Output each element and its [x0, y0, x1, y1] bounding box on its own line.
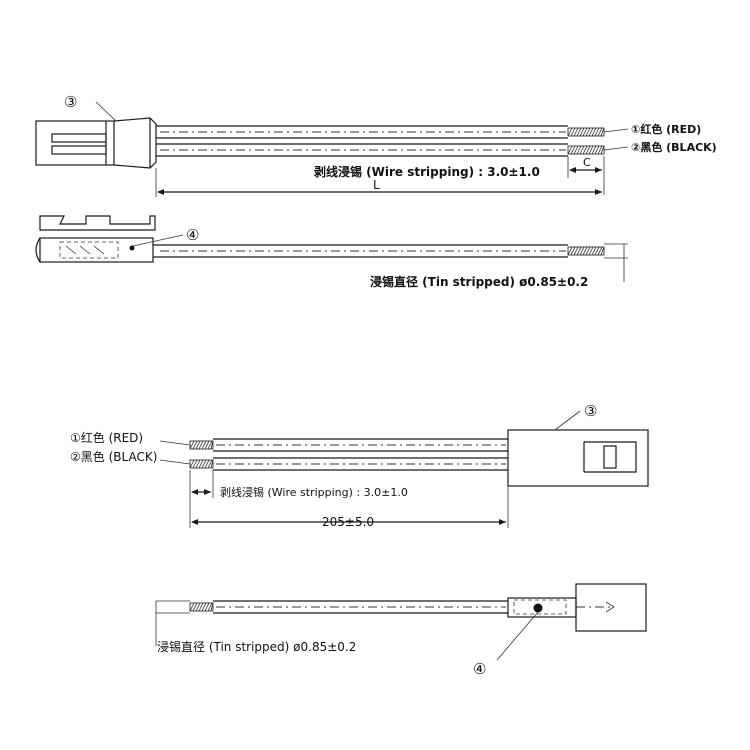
bottom-connector-housing [507, 429, 649, 487]
bottom-callout-connector-leader [554, 410, 581, 431]
bottom-callout-terminal: ④ [473, 660, 486, 678]
top-wire-black [156, 143, 605, 157]
top-terminal-side-view [35, 215, 156, 263]
top-stripping-label: 剥线浸锡 (Wire stripping) : 3.0±1.0 [314, 164, 540, 179]
bottom-wire-red-label: ①红色 (RED) [70, 430, 143, 445]
top-callout-connector: ③ [64, 93, 77, 111]
bottom-length-label: 205±5.0 [322, 515, 374, 529]
top-view: ③ ①红色 (RED) ②黑色 (BLACK) C 剥线浸锡 (Wire str… [35, 93, 717, 289]
bottom-callout-terminal-leader [496, 611, 539, 661]
top-dim-c: C [583, 156, 591, 169]
top-wire-red [156, 125, 605, 139]
bottom-wire-black-label: ②黑色 (BLACK) [70, 450, 157, 464]
top-connector-housing [35, 117, 157, 169]
top-wire-red-label: ①红色 (RED) [631, 122, 701, 136]
bottom-tin-label: 浸锡直径 (Tin stripped) ø0.85±0.2 [157, 639, 356, 654]
top-terminal-wire [153, 244, 605, 258]
bottom-wire-red [189, 438, 508, 452]
bottom-wire-black [189, 457, 508, 471]
top-tin-label: 浸锡直径 (Tin stripped) ø0.85±0.2 [370, 274, 588, 289]
bottom-terminal-side-view [507, 583, 647, 632]
top-stripped-ends-hatching [567, 127, 605, 155]
bottom-stripped-ends-hatching [189, 440, 214, 469]
top-callout-terminal-leader [132, 234, 184, 247]
top-wire-black-label: ②黑色 (BLACK) [631, 140, 717, 154]
top-terminal-wire-hatching [567, 246, 605, 256]
bottom-terminal-wire-hatching [189, 602, 214, 612]
top-dim-l: L [373, 178, 380, 192]
top-callout-terminal: ④ [186, 226, 199, 244]
bottom-callout-connector: ③ [584, 402, 597, 420]
bottom-stripping-label: 剥线浸锡 (Wire stripping) : 3.0±1.0 [220, 485, 408, 499]
bottom-terminal-wire [155, 600, 508, 646]
top-callout-connector-leader [95, 101, 117, 122]
bottom-view: ③ ①红色 (RED) ②黑色 (BLACK) 剥线浸锡 (Wire strip… [70, 402, 649, 678]
svg-text:③: ③ [64, 93, 77, 111]
